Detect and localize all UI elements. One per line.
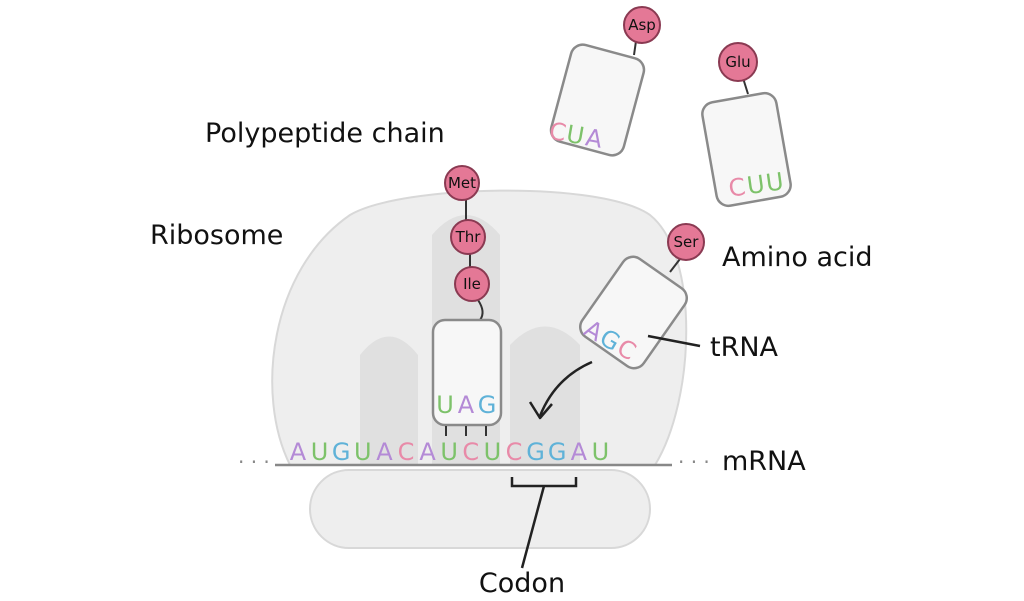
amino-acid-label: Amino acid [722, 242, 873, 273]
amino-acid-link [669, 258, 681, 273]
mrna-base: U [440, 438, 458, 466]
ribosome-e-site [360, 336, 418, 465]
trna-glu-body [701, 91, 792, 208]
trna-incoming-body [578, 255, 689, 370]
ribosome-small-subunit [309, 469, 651, 549]
polypeptide-chain-label: Polypeptide chain [205, 118, 445, 149]
mrna-base: U [311, 438, 329, 466]
svg-text:Ser: Ser [674, 233, 700, 251]
mrna-ellipsis-left: · · · [238, 450, 270, 474]
ribosome-label: Ribosome [150, 220, 283, 251]
ribosome-a-site [510, 326, 580, 465]
incoming-arrow [538, 360, 593, 417]
svg-text:Thr: Thr [455, 228, 482, 246]
svg-text:Met: Met [448, 174, 476, 192]
trna-label: tRNA [710, 332, 779, 363]
trna-free-asp: C U A Asp [547, 6, 661, 157]
svg-text:Glu: Glu [725, 53, 750, 71]
mrna-ellipsis-right: · · · [678, 450, 710, 474]
amino-acid-asp: Asp [623, 6, 661, 44]
anticodon-base: U [436, 391, 454, 419]
amino-acid-link [477, 299, 484, 321]
mrna-label: mRNA [722, 446, 806, 477]
mrna-base: U [354, 438, 372, 466]
svg-text:Asp: Asp [628, 16, 656, 34]
anticodon-base: U [564, 120, 586, 151]
amino-acid-link [633, 40, 637, 56]
arrow-head-icon [528, 401, 553, 420]
mrna-base: C [398, 438, 415, 466]
mrna-base: G [526, 438, 545, 466]
codon-bracket [510, 477, 578, 569]
mrna-base: G [548, 438, 567, 466]
trna-bound: U A G Met Thr Ile [431, 165, 503, 436]
amino-acid-ile: Ile [454, 266, 490, 302]
mrna-base: A [419, 438, 436, 466]
svg-text:Ile: Ile [463, 275, 481, 293]
anticodon-base: U [764, 167, 785, 197]
amino-acid-ser: Ser [667, 223, 705, 261]
anticodon-base: U [745, 170, 766, 200]
mrna-base: U [592, 438, 610, 466]
amino-acid-thr: Thr [450, 219, 486, 255]
mrna-base: A [571, 438, 588, 466]
anticodon-base: A [458, 391, 475, 419]
trna-asp-body [549, 43, 646, 157]
mrna-base: C [506, 438, 523, 466]
mrna-base: U [484, 438, 502, 466]
anticodon-base: G [478, 391, 497, 419]
codon-label: Codon [479, 568, 565, 599]
anticodon-base: A [584, 123, 606, 154]
amino-acid-met: Met [444, 165, 480, 201]
mrna-base: A [376, 438, 393, 466]
mrna-base: G [332, 438, 351, 466]
amino-acid-glu: Glu [718, 42, 758, 82]
mrna-base: C [462, 438, 479, 466]
anticodon-base: C [727, 173, 747, 203]
trna-bound-body [431, 318, 503, 427]
base-pair-ticks [445, 426, 487, 436]
trna-free-glu: C U U Glu [701, 42, 792, 208]
mrna-base: A [290, 438, 307, 466]
trna-pointer-line [647, 334, 701, 348]
anticodon-base: C [547, 117, 568, 147]
